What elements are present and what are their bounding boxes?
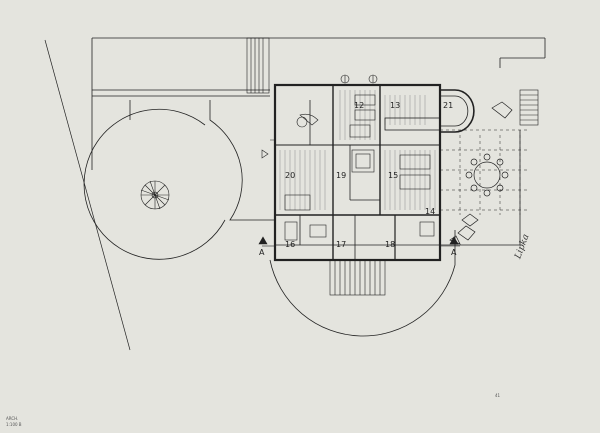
- lounge-chairs: [449, 101, 513, 245]
- entrance-steps: [329, 259, 386, 296]
- south-garden-arc: [269, 230, 456, 337]
- room-label-20: 20: [285, 171, 295, 180]
- room-label-17: 17: [336, 240, 346, 249]
- stamp-line-1: ARCH.: [6, 416, 18, 421]
- room-label-21: 21: [443, 101, 453, 110]
- room-label-12: 12: [354, 101, 364, 110]
- room-label-16: 16: [285, 240, 295, 249]
- room-label-14: 14: [425, 207, 435, 216]
- corner-mark: 41: [495, 393, 501, 398]
- section-letter-right: A: [451, 248, 457, 257]
- round-table-icon: [465, 153, 509, 197]
- east-terrace-grid: [440, 129, 530, 215]
- entrance-marker-icons: [340, 74, 378, 84]
- northeast-stair: [519, 89, 539, 126]
- site-diagonal-line: [44, 39, 131, 351]
- room-label-13: 13: [390, 101, 400, 110]
- furniture: [284, 94, 435, 241]
- room-label-19: 19: [336, 171, 346, 180]
- section-arrow-right: [440, 236, 460, 247]
- room-label-15: 15: [388, 171, 398, 180]
- section-arrow-left: [258, 236, 275, 247]
- section-letter-left: A: [259, 248, 265, 257]
- garden-circle: [83, 108, 226, 260]
- garden-curved-wall: [209, 100, 275, 221]
- signature: Lipka: [513, 233, 531, 261]
- kitchen-counter: [384, 89, 475, 133]
- house-walls: [273, 83, 442, 262]
- stamp-line-2: 1:100 B: [6, 422, 22, 427]
- spiral-stair-icon: [140, 180, 170, 210]
- entry-arrow-icon: [261, 149, 269, 159]
- room-label-18: 18: [385, 240, 395, 249]
- top-stair: [246, 37, 270, 94]
